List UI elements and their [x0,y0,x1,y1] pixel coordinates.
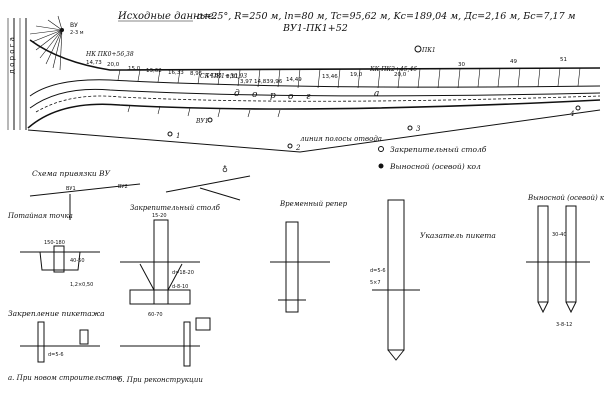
svg-text:30: 30 [458,62,465,68]
legend-post: Закрепительный столб [390,145,487,154]
header-label: Исходные данные: [117,11,217,22]
svg-text:d-8-10: d-8-10 [172,284,188,290]
post-marker-1 [167,131,173,137]
svg-text:15-20: 15-20 [152,213,167,219]
vu-sketch: ♁ [165,165,251,201]
svg-text:г: г [306,92,311,102]
svg-text:д о р о г а: д о р о г а [8,37,16,74]
svg-text:о: о [288,92,294,102]
svg-text:3-8-12: 3-8-12 [556,322,572,328]
reconstruction-drawing [120,317,211,367]
boundary-label: линия полосы отвода [300,135,382,143]
header-station: ВУ1-ПК1+52 [282,23,348,34]
svg-text:d=18-20: d=18-20 [172,270,194,276]
svg-text:14,83: 14,83 [206,73,222,79]
pk-circle-icon [414,45,422,53]
svg-text:30-40: 30-40 [552,232,567,238]
chainage-fix-drawing: d=5-6 [20,321,100,363]
svg-text:13,46: 13,46 [322,74,338,80]
svg-text:8,95: 8,95 [190,71,203,77]
picket-sign-label: Указатель пикета [420,231,496,240]
crossroad: д о р о г а [7,18,27,130]
svg-text:2: 2 [295,144,301,152]
svg-text:15,0: 15,0 [128,66,141,72]
svg-text:4: 4 [569,110,574,118]
post-marker-2 [287,143,293,149]
svg-text:Схема привязки ВУ: Схема привязки ВУ [32,169,111,178]
svg-text:51: 51 [560,57,567,63]
svg-text:60-70: 60-70 [148,312,163,318]
vu-point-icon [60,28,64,32]
legend: Закрепительный столб Выносной (осевой) к… [378,145,487,171]
svg-text:150-180: 150-180 [44,240,65,246]
svg-text:14,49: 14,49 [286,77,302,83]
post-marker-3 [407,125,413,131]
new-construction-label: а. При новом строительстве [8,374,121,382]
svg-text:d=5-6: d=5-6 [48,352,64,358]
svg-text:♁: ♁ [222,165,228,174]
svg-text:ВУ2: ВУ2 [118,184,128,190]
post-marker-4 [575,105,581,111]
chainage-fix-label: Закрепление пикетажа [8,309,105,318]
kk-label: КК ПК2+45,46 [369,66,417,73]
svg-text:d=5-6: d=5-6 [370,268,386,274]
reconstruction-label: б. При реконструкции [118,376,203,384]
hidden-point-section: 150-180 1,2×0,50 40-50 [20,240,100,288]
vu-top-label: ВУ [70,22,78,29]
svg-text:р: р [270,91,276,101]
svg-text:40-50: 40-50 [70,258,85,264]
svg-text:49: 49 [510,59,517,65]
svg-text:20,0: 20,0 [107,62,120,68]
svg-text:а: а [374,89,379,99]
fixing-post-label: Закрепительный столб [130,204,221,212]
svg-text:8,51: 8,51 [226,74,238,80]
legend-stake: Выносной (осевой) кол [389,162,481,171]
main-road: линия полосы отвода [27,39,601,153]
header-params: α=25°, R=250 м, lп=80 м, Tc=95,62 м, Kc=… [197,11,576,22]
svg-text:о: о [252,90,258,100]
nk-label: НК ПК0+56,38 [85,51,134,58]
svg-text:5×7: 5×7 [370,280,381,286]
tie-scheme: Схема привязки ВУ ВУ1 ВУ2 [29,169,141,220]
svg-text:ВУ1: ВУ1 [66,186,76,192]
svg-text:3,97: 3,97 [240,79,253,85]
svg-text:16,33: 16,33 [168,70,184,76]
pk-top-label: ПК1 [421,47,436,54]
post-legend-icon [378,146,384,152]
offset-stake-label: Выносной (осевой) кол [527,194,604,202]
svg-text:20,0: 20,0 [394,72,407,78]
temp-benchmark-label: Временный репер [279,200,348,208]
svg-text:д: д [234,89,240,99]
svg-text:1: 1 [176,132,180,140]
stake-legend-icon [378,163,384,169]
svg-text:14,83: 14,83 [254,79,270,85]
svg-text:13,62: 13,62 [146,68,162,74]
vu1-label: ВУ1 [195,118,209,125]
svg-text:19,0: 19,0 [350,72,363,78]
sk-label: СК ПК1+50,93 [200,73,247,80]
vu1-point-icon [207,117,213,123]
offset-stake-drawing: 3-8-12 30-40 [526,205,590,328]
radial-lines: ВУ 2-3 м [29,15,84,71]
temp-benchmark-drawing [270,221,330,313]
picket-sign-drawing: d=5-6 5×7 [370,199,420,361]
fixing-post-drawing: 15-20 60-70 d=18-20 d-8-10 [120,213,200,318]
svg-text:9,96: 9,96 [270,79,283,85]
svg-text:2-3 м: 2-3 м [70,30,84,36]
svg-text:1,2×0,50: 1,2×0,50 [70,282,93,288]
hidden-point-label: Потайная точка [7,212,73,220]
svg-text:14,73: 14,73 [86,60,102,66]
svg-text:3: 3 [416,125,421,133]
